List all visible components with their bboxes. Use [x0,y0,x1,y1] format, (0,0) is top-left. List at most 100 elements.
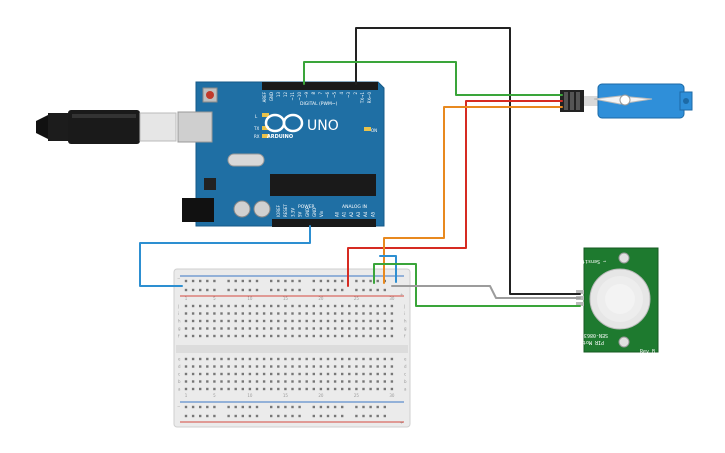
terminal-hole[interactable] [362,312,365,315]
terminal-hole[interactable] [312,304,315,308]
rail-hole[interactable] [241,288,244,292]
terminal-hole[interactable] [362,319,365,323]
terminal-hole[interactable] [383,319,386,323]
rail-hole[interactable] [298,414,301,418]
terminal-hole[interactable] [312,334,315,338]
terminal-hole[interactable] [277,372,280,376]
terminal-hole[interactable] [284,372,287,376]
terminal-hole[interactable] [191,365,195,368]
terminal-hole[interactable] [383,380,386,383]
terminal-hole[interactable] [248,327,252,330]
terminal-hole[interactable] [362,327,365,330]
terminal-hole[interactable] [333,334,337,338]
rail-hole[interactable] [355,414,358,418]
rail-hole[interactable] [376,288,379,292]
terminal-hole[interactable] [220,380,223,383]
terminal-hole[interactable] [319,365,323,368]
terminal-hole[interactable] [248,380,252,383]
terminal-hole[interactable] [213,372,216,376]
rail-hole[interactable] [277,288,280,292]
terminal-hole[interactable] [291,372,294,376]
terminal-hole[interactable] [333,312,337,315]
terminal-hole[interactable] [284,387,287,391]
terminal-hole[interactable] [270,334,273,338]
terminal-hole[interactable] [369,312,372,315]
rail-hole[interactable] [206,414,209,418]
rail-hole[interactable] [369,405,372,409]
rail-hole[interactable] [241,405,244,409]
rail-hole[interactable] [369,414,372,418]
terminal-hole[interactable] [348,312,351,315]
terminal-hole[interactable] [312,365,315,368]
terminal-hole[interactable] [341,334,344,338]
terminal-hole[interactable] [220,304,223,308]
terminal-hole[interactable] [298,387,301,391]
terminal-hole[interactable] [305,312,308,315]
terminal-hole[interactable] [355,365,358,368]
rail-hole[interactable] [383,288,386,292]
terminal-hole[interactable] [326,365,330,368]
terminal-hole[interactable] [284,319,287,323]
terminal-hole[interactable] [376,319,379,323]
terminal-hole[interactable] [227,387,230,391]
rail-hole[interactable] [341,288,344,292]
terminal-hole[interactable] [248,319,252,323]
terminal-hole[interactable] [255,334,259,338]
rail-hole[interactable] [284,288,287,292]
rail-hole[interactable] [270,414,273,418]
sensitivity-pot[interactable] [618,252,630,264]
rail-hole[interactable] [376,414,379,418]
terminal-hole[interactable] [234,387,237,391]
terminal-hole[interactable] [333,387,337,391]
terminal-hole[interactable] [184,312,188,315]
delay-pot[interactable] [618,336,630,348]
rail-hole[interactable] [291,405,294,409]
rail-hole[interactable] [298,288,301,292]
rail-hole[interactable] [284,414,287,418]
terminal-hole[interactable] [319,319,323,323]
rail-hole[interactable] [184,405,188,409]
terminal-hole[interactable] [277,380,280,383]
terminal-hole[interactable] [376,327,379,330]
rail-hole[interactable] [227,279,230,283]
rail-hole[interactable] [199,414,202,418]
terminal-hole[interactable] [241,334,244,338]
terminal-hole[interactable] [305,357,308,361]
terminal-hole[interactable] [220,312,223,315]
terminal-hole[interactable] [241,312,244,315]
wire-red-servo[interactable] [347,100,563,287]
terminal-hole[interactable] [376,334,379,338]
rail-hole[interactable] [362,279,365,283]
terminal-hole[interactable] [333,357,337,361]
terminal-hole[interactable] [333,365,337,368]
rail-hole[interactable] [312,414,315,418]
terminal-hole[interactable] [270,312,273,315]
terminal-hole[interactable] [220,357,223,361]
terminal-hole[interactable] [255,387,259,391]
terminal-hole[interactable] [270,304,273,308]
terminal-hole[interactable] [220,387,223,391]
rail-hole[interactable] [191,279,195,283]
terminal-hole[interactable] [206,365,209,368]
terminal-hole[interactable] [270,380,273,383]
terminal-hole[interactable] [312,387,315,391]
terminal-hole[interactable] [191,380,195,383]
rail-hole[interactable] [319,279,323,283]
terminal-hole[interactable] [291,334,294,338]
rail-hole[interactable] [298,279,301,283]
terminal-hole[interactable] [255,380,259,383]
terminal-hole[interactable] [255,372,259,376]
rail-hole[interactable] [277,414,280,418]
terminal-hole[interactable] [298,365,301,368]
terminal-hole[interactable] [234,304,237,308]
terminal-hole[interactable] [213,380,216,383]
terminal-hole[interactable] [277,312,280,315]
terminal-hole[interactable] [383,304,386,308]
rail-hole[interactable] [362,414,365,418]
terminal-hole[interactable] [213,312,216,315]
terminal-hole[interactable] [333,380,337,383]
terminal-hole[interactable] [348,365,351,368]
terminal-hole[interactable] [362,380,365,383]
terminal-hole[interactable] [206,312,209,315]
wire-orange-servo[interactable] [383,106,563,284]
